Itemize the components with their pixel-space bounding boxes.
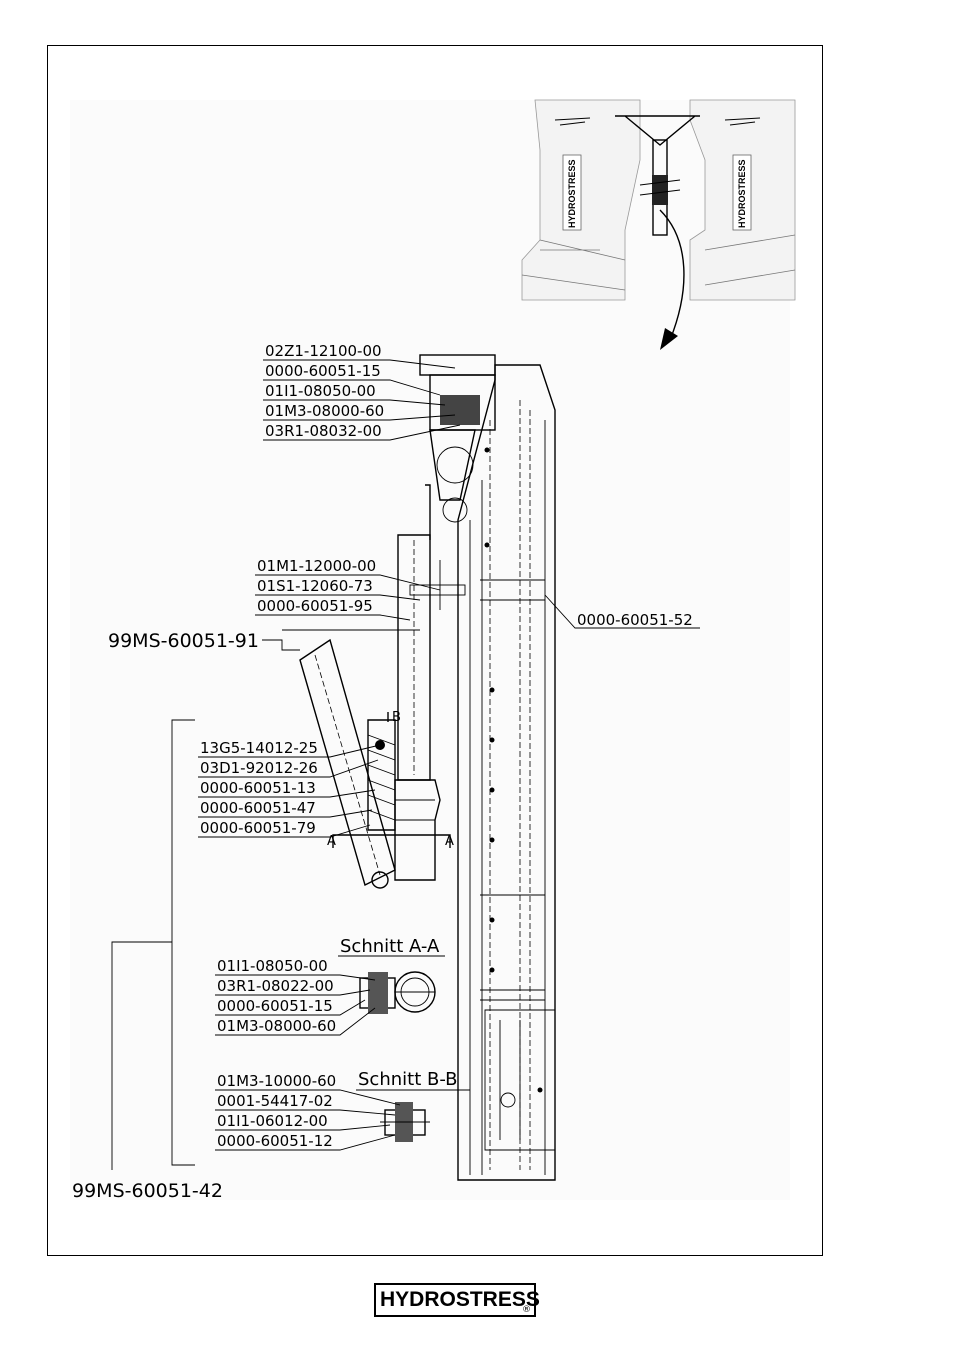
- section-mark-b: B: [392, 710, 401, 725]
- section-mark-a-left: A: [327, 834, 336, 849]
- hydrostress-logo: HYDROSTRESS ®: [374, 1283, 540, 1317]
- label-0000-60051-15: 0000-60051-15: [265, 362, 381, 380]
- label-0000-60051-47: 0000-60051-47: [200, 799, 316, 817]
- label-aa-0000-60051-15: 0000-60051-15: [217, 997, 333, 1015]
- label-01s1-12060-73: 01S1-12060-73: [257, 577, 373, 595]
- section-mark-a-right: A: [445, 834, 454, 849]
- logo-text: HYDROSTRESS: [380, 1288, 540, 1311]
- label-aa-01i1-08050-00: 01I1-08050-00: [217, 957, 328, 975]
- label-0000-60051-95: 0000-60051-95: [257, 597, 373, 615]
- label-01m1-12000-00: 01M1-12000-00: [257, 557, 376, 575]
- section-aa-title: Schnitt A-A: [340, 936, 440, 957]
- label-13g5-14012-25: 13G5-14012-25: [200, 739, 318, 757]
- main-assembly: [299, 354, 556, 1181]
- label-0000-60051-13: 0000-60051-13: [200, 779, 316, 797]
- label-aa-01m3-08000-60: 01M3-08000-60: [217, 1017, 336, 1035]
- drawing-frame: [47, 45, 823, 1256]
- label-0000-60051-79: 0000-60051-79: [200, 819, 316, 837]
- section-bb-detail: [380, 1102, 430, 1142]
- label-03d1-92012-26: 03D1-92012-26: [200, 759, 318, 777]
- label-03r1-08032-00: 03R1-08032-00: [265, 422, 382, 440]
- label-99ms-60051-42: 99MS-60051-42: [72, 1180, 223, 1202]
- label-bb-01m3-10000-60: 01M3-10000-60: [217, 1072, 336, 1090]
- part-labels: 02Z1-12100-00 0000-60051-15 01I1-08050-0…: [72, 342, 693, 1202]
- label-01m3-08000-60: 01M3-08000-60: [265, 402, 384, 420]
- leader-lines: [111, 359, 700, 1170]
- inset-illustration: HYDROSTRESS HYDROSTRESS: [521, 99, 796, 350]
- label-aa-03r1-08022-00: 03R1-08022-00: [217, 977, 334, 995]
- label-99ms-60051-91: 99MS-60051-91: [108, 630, 259, 652]
- label-01i1-08050-00: 01I1-08050-00: [265, 382, 376, 400]
- label-bb-01i1-06012-00: 01I1-06012-00: [217, 1112, 328, 1130]
- label-bb-0001-54417-02: 0001-54417-02: [217, 1092, 333, 1110]
- inset-brand-right: HYDROSTRESS: [737, 159, 747, 228]
- section-aa-detail: [359, 971, 436, 1014]
- label-02z1-12100-00: 02Z1-12100-00: [265, 342, 382, 360]
- inset-brand-left: HYDROSTRESS: [567, 159, 577, 228]
- registered-mark: ®: [522, 1305, 531, 1315]
- label-0000-60051-52: 0000-60051-52: [577, 611, 693, 629]
- section-bb-title: Schnitt B-B: [358, 1069, 458, 1090]
- label-bb-0000-60051-12: 0000-60051-12: [217, 1132, 333, 1150]
